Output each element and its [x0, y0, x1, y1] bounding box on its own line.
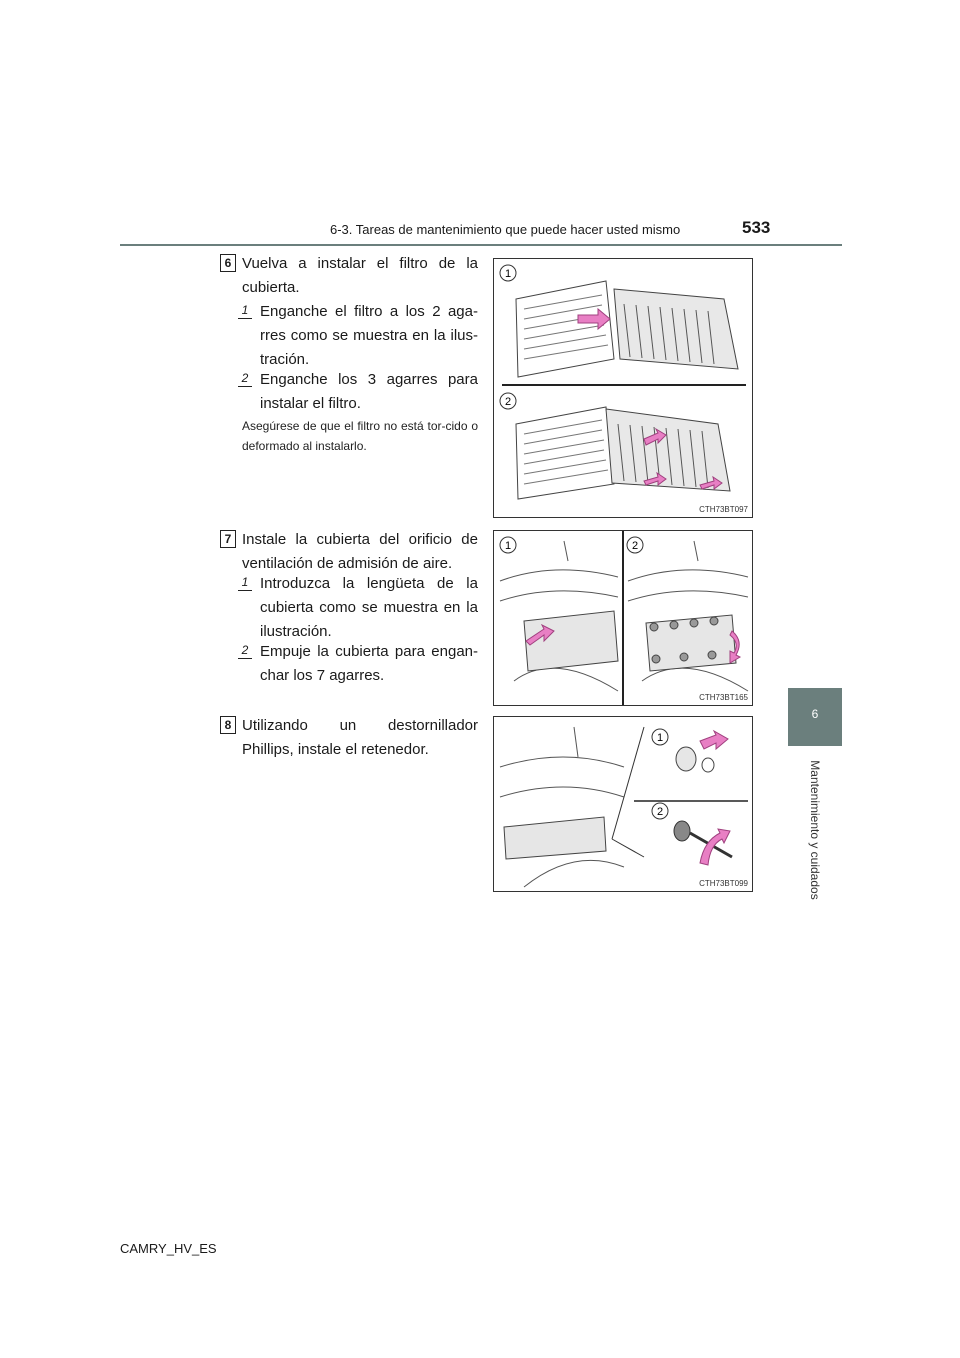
section-title: 6-3. Tareas de mantenimiento que puede h…	[330, 222, 681, 237]
substep-7-2-text: Empuje la cubierta para engan-char los 7…	[260, 643, 478, 684]
callout-2: 2	[632, 540, 638, 552]
illustration-cover-install: 1 2 CTH73BT165	[493, 530, 753, 706]
illustration-retainer-install: 1 2 CTH73BT099	[493, 716, 753, 892]
chapter-tab: 6	[788, 688, 842, 746]
substep-6-2-text: Enganche los 3 agarres para instalar el …	[260, 371, 478, 412]
substep-badge-6-1: 1	[238, 302, 252, 319]
step-6-text: Vuelva a instalar el filtro de la cubier…	[242, 255, 478, 296]
page-number: 533	[742, 218, 771, 237]
substep-badge-7-2: 2	[238, 642, 252, 659]
illustration-filter-install: 1 2	[493, 258, 753, 518]
substep-7-1-text: Introduzca la lengüeta de la cubierta co…	[260, 575, 478, 640]
illustration-code: CTH73BT097	[699, 505, 748, 514]
model-code: CAMRY_HV_ES	[120, 1241, 217, 1256]
step-6-note: Asegúrese de que el filtro no está tor-c…	[242, 419, 478, 453]
arrow-icon	[577, 307, 611, 331]
substep-badge-6-2: 2	[238, 370, 252, 387]
step-badge-7: 7	[220, 530, 236, 548]
callout-1: 1	[505, 268, 511, 280]
callout-2: 2	[657, 806, 663, 818]
step-badge-6: 6	[220, 254, 236, 272]
substep-badge-7-1: 1	[238, 574, 252, 591]
illustration-code: CTH73BT165	[699, 693, 748, 702]
callout-1: 1	[657, 732, 663, 744]
header-divider	[120, 244, 842, 246]
callout-2: 2	[505, 396, 511, 408]
step-badge-8: 8	[220, 716, 236, 734]
illustration-code: CTH73BT099	[699, 879, 748, 888]
chapter-number: 6	[811, 707, 819, 721]
substep-6-1-text: Enganche el filtro a los 2 aga-rres como…	[260, 303, 478, 368]
callout-1: 1	[505, 540, 511, 552]
step-8-text: Utilizando un destornillador Phillips, i…	[242, 717, 478, 758]
step-7-text: Instale la cubierta del orificio de vent…	[242, 531, 478, 572]
chapter-title: Mantenimiento y cuidados	[808, 760, 822, 900]
